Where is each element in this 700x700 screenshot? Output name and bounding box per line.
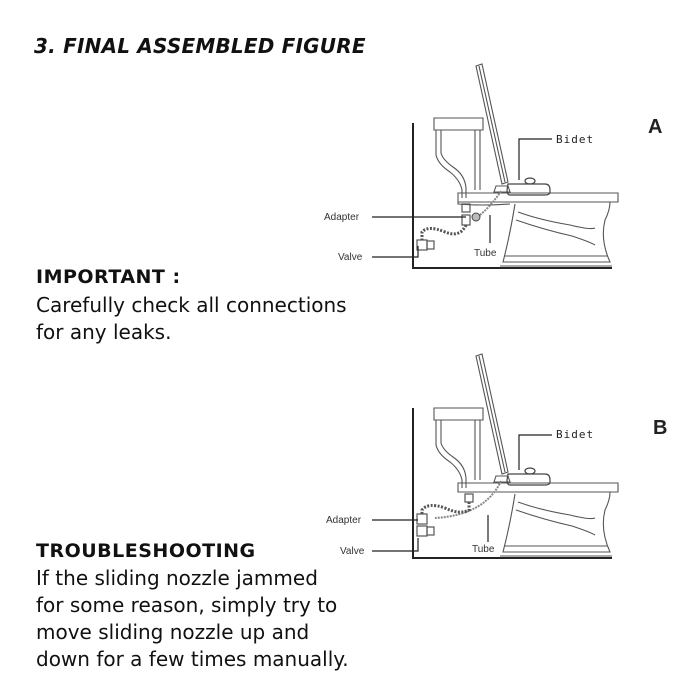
adapter-assembly bbox=[416, 203, 471, 251]
figure-letter: B bbox=[653, 417, 667, 439]
toilet-bowl bbox=[457, 482, 619, 557]
label-valve: Valve bbox=[340, 546, 365, 557]
important-line: Carefully check all connections bbox=[36, 293, 347, 317]
label-adapter: Adapter bbox=[324, 212, 360, 223]
important-line: for any leaks. bbox=[36, 320, 172, 344]
figure-letter: A bbox=[648, 116, 662, 138]
seat-lid bbox=[475, 353, 511, 483]
troubleshooting-line: for some reason, simply try to bbox=[36, 593, 338, 617]
troubleshooting-text: If the sliding nozzle jammed for some re… bbox=[36, 565, 349, 673]
label-valve: Valve bbox=[338, 252, 363, 263]
important-text: Carefully check all connections for any … bbox=[36, 292, 347, 346]
bidet-unit bbox=[506, 467, 551, 486]
toilet-tank bbox=[433, 117, 484, 198]
troubleshooting-line: If the sliding nozzle jammed bbox=[36, 566, 318, 590]
toilet-diagram-a: Adapter Valve Tube Bidet A bbox=[324, 63, 662, 269]
wall-floor-lines bbox=[412, 408, 612, 559]
toilet-bowl bbox=[457, 192, 619, 267]
tube-connector bbox=[471, 212, 481, 222]
troubleshooting-heading: TROUBLESHOOTING bbox=[36, 540, 256, 562]
toilet-diagram-b: Adapter Valve Tube Bidet B bbox=[326, 353, 667, 559]
label-bidet: Bidet bbox=[556, 428, 594, 441]
label-tube: Tube bbox=[472, 544, 495, 555]
label-tube: Tube bbox=[474, 248, 497, 259]
wall-floor-lines bbox=[412, 123, 612, 269]
bidet-unit bbox=[506, 177, 551, 196]
figure-b: Adapter Valve Tube Bidet B bbox=[310, 350, 690, 570]
toilet-tank bbox=[433, 407, 484, 488]
figure-a: Adapter Valve Tube Bidet A bbox=[310, 60, 690, 280]
tube-line bbox=[434, 480, 502, 519]
seat-lid bbox=[475, 63, 511, 193]
leader-lines bbox=[372, 434, 552, 552]
troubleshooting-line: down for a few times manually. bbox=[36, 647, 349, 671]
tube-line bbox=[479, 190, 502, 216]
label-adapter: Adapter bbox=[326, 515, 362, 526]
adapter-assembly bbox=[416, 493, 474, 537]
section-title: 3. FINAL ASSEMBLED FIGURE bbox=[34, 34, 366, 58]
leader-lines bbox=[372, 138, 552, 258]
important-heading: IMPORTANT : bbox=[36, 266, 181, 288]
troubleshooting-line: move sliding nozzle up and bbox=[36, 620, 310, 644]
label-bidet: Bidet bbox=[556, 133, 594, 146]
